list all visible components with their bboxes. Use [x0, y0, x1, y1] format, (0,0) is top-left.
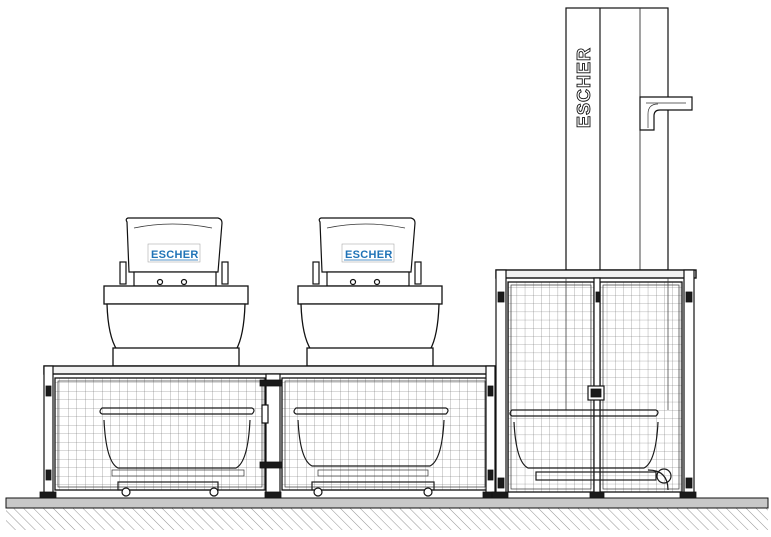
floor: [5, 497, 769, 530]
guard-panel-4: [599, 281, 683, 493]
lifting-column: ESCHER: [565, 7, 693, 271]
mixer-middle-logo: ESCHER: [345, 249, 393, 261]
safety-guard-left: [39, 365, 500, 499]
guard-panel-2: [281, 377, 489, 491]
mixer-left-logo: ESCHER: [151, 249, 199, 261]
mixer-middle: ESCHER: [297, 217, 443, 367]
bowl-trolleys: [99, 407, 449, 497]
guard-panel-1: [54, 377, 266, 491]
discharge-elbow: [639, 96, 693, 131]
mixer-middle-bowl: [300, 303, 440, 351]
column-logo: ESCHER: [574, 47, 594, 128]
guard-panel-3: [507, 281, 595, 493]
mixer-left-bowl: [106, 303, 246, 351]
mixer-left: ESCHER: [103, 217, 249, 367]
safety-guard-right: [491, 269, 697, 499]
floor-hatch: [6, 508, 768, 530]
